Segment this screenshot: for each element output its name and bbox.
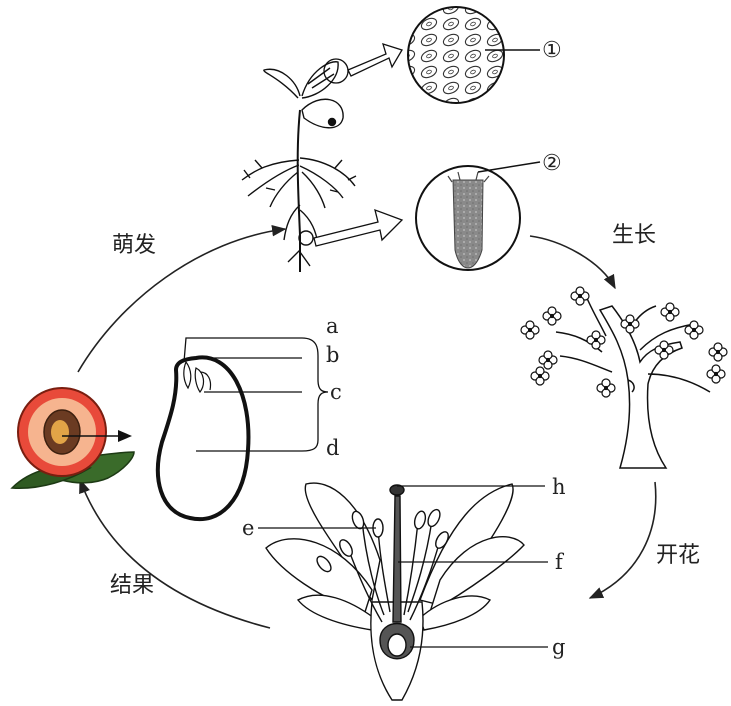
arrow-growth <box>530 236 615 288</box>
flower-label-e: e <box>242 516 254 540</box>
hollow-arrow-root <box>314 210 402 246</box>
arrow-germination <box>78 229 285 372</box>
label-2: ② <box>542 151 562 176</box>
leaf-magnify-spot <box>324 59 348 83</box>
label-growth: 生长 <box>612 223 656 248</box>
flower-label-g: g <box>552 635 565 659</box>
magnified-root-tip <box>416 162 540 270</box>
flower-section <box>266 483 524 700</box>
seed-label-b: b <box>326 343 339 367</box>
label-fruiting: 结果 <box>110 573 154 598</box>
label-1: ① <box>542 38 562 63</box>
arrow-flowering <box>590 482 656 598</box>
hollow-arrow-leaf <box>348 44 402 76</box>
flower-label-f: f <box>555 550 565 574</box>
peach-fruit <box>12 388 134 488</box>
seed-label-d: d <box>326 436 339 460</box>
flower-label-h: h <box>552 475 566 499</box>
seed-structure <box>158 357 249 519</box>
magnified-leaf-epidermis <box>408 7 540 103</box>
label-flowering: 开花 <box>656 543 700 568</box>
seed-label-c: c <box>330 380 342 404</box>
seed-label-a: a <box>326 314 339 338</box>
label-germination: 萌发 <box>112 233 156 258</box>
